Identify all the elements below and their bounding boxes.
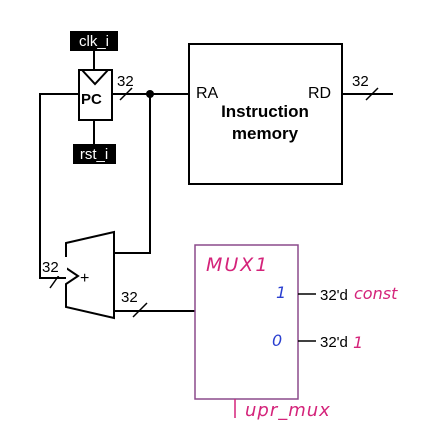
adder-out-width: 32 [121, 289, 138, 306]
imem-title-line1: Instruction [221, 102, 309, 121]
mux-input-1-const-prefix: 32'd [320, 287, 348, 304]
mux-input-1-index: 1 [276, 283, 286, 302]
rd-out-width: 32 [352, 73, 369, 90]
imem-title-line2: memory [232, 124, 299, 143]
reset-signal-label: rst_i [80, 146, 108, 163]
clock-edge-icon [81, 69, 109, 86]
imem-port-rd: RD [308, 85, 331, 102]
pc-register: PC [78, 69, 113, 121]
instruction-memory: RA RD Instruction memory [188, 43, 343, 185]
pc-label: PC [81, 91, 102, 108]
pc-out-width: 32 [117, 73, 134, 90]
mux-input-0-const-value: 1 [353, 333, 363, 352]
pc-to-adder-wire [114, 94, 151, 254]
adder-to-pc-wire [39, 93, 79, 279]
mux-out-bus-slash [132, 302, 148, 318]
rd-out-bus-slash [365, 87, 379, 101]
adder-in-width: 32 [42, 259, 59, 276]
adder: + [65, 230, 115, 320]
adder-plus-symbol: + [80, 270, 89, 287]
clock-signal-label: clk_i [79, 33, 109, 50]
mux-input-0-index: 0 [272, 331, 282, 350]
pc-out-bus-slash [119, 87, 133, 101]
mux-input-1-const-name: const [354, 284, 398, 303]
mux-title: MUX1 [206, 254, 269, 276]
mux-select-label: upr_mux [245, 400, 331, 421]
mux-input-0-const-prefix: 32'd [320, 334, 348, 351]
imem-port-ra: RA [196, 85, 219, 102]
mux: MUX1 1 0 [194, 244, 299, 400]
reset-signal-tag: rst_i [73, 144, 116, 164]
clock-signal-tag: clk_i [70, 31, 118, 51]
